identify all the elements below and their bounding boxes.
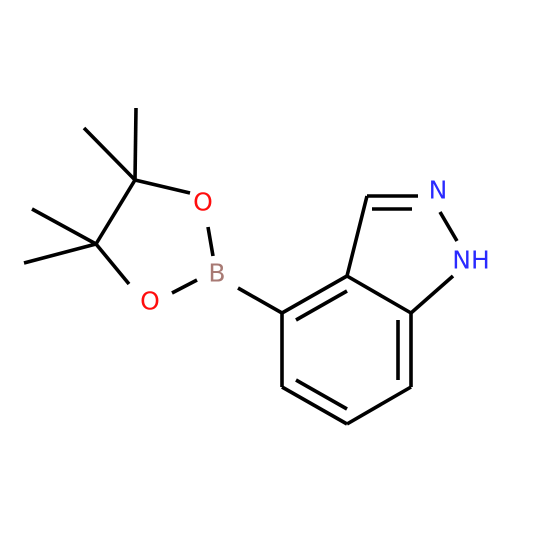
atom-n1h: NH [452,246,490,275]
bond-c4-b [237,286,283,315]
bond-c6-c7 [346,385,412,426]
bond-c7a-c3a [346,274,412,315]
bond-methyl-2 [133,107,138,181]
atom-oxygen-bottom: O [140,287,160,316]
bond-c3a-c4-inner [295,289,348,322]
bond-o-top-c [134,178,191,195]
atom-labels: N NH B O O [140,176,490,316]
bond-c3a-c3 [345,195,369,277]
bond-c-c-pinacol [94,179,137,245]
bond-o-bottom-c [94,242,131,286]
bond-c3a-c4 [281,274,348,315]
bond-methyl-4 [23,242,97,265]
bonds [23,107,459,426]
atom-boron: B [208,259,225,288]
bond-b-o-bottom [171,278,198,295]
atom-n2: N [429,176,448,205]
bond-n1-c7a [409,274,455,315]
atom-oxygen-top: O [193,188,213,217]
bond-n2-n1 [438,211,459,242]
bond-c5-c6-inner [295,378,348,411]
bond-c5-c6 [281,385,348,426]
bond-methyl-1 [82,126,137,182]
bond-methyl-3 [31,207,97,246]
bond-b-o-top [206,226,215,257]
